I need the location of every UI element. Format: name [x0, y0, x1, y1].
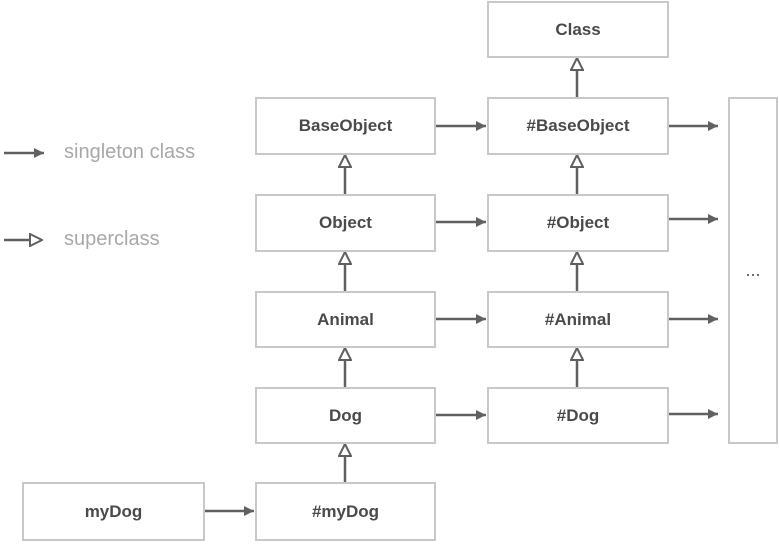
object-node: Object — [255, 194, 436, 252]
object-singleton-node: #Object — [487, 194, 669, 252]
baseobject-node: BaseObject — [255, 97, 436, 155]
legend-singleton-label: singleton class — [64, 141, 196, 163]
dog-singleton-node: #Dog — [487, 387, 669, 444]
dog-node: Dog — [255, 387, 436, 444]
animal-node: Animal — [255, 291, 436, 348]
ellipsis-node: ... — [728, 97, 778, 444]
animal-singleton-node: #Animal — [487, 291, 669, 348]
mydog-node: myDog — [22, 482, 205, 541]
mydog-singleton-node: #myDog — [255, 482, 436, 541]
baseobject-singleton-node: #BaseObject — [487, 97, 669, 155]
legend-superclass-label: superclass — [64, 228, 160, 250]
class-node: Class — [487, 1, 669, 58]
